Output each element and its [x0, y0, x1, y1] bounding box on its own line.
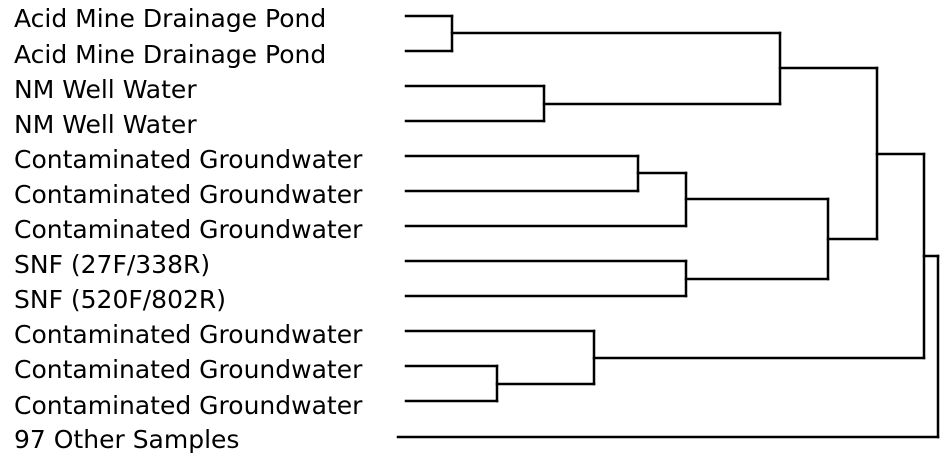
leaf-label: Contaminated Groundwater: [14, 180, 363, 209]
leaf-label: Contaminated Groundwater: [14, 355, 363, 384]
leaf-label: Acid Mine Drainage Pond: [14, 40, 326, 69]
leaf-label: SNF (520F/802R): [14, 285, 226, 314]
leaf-label: NM Well Water: [14, 110, 197, 139]
leaf-label: Contaminated Groundwater: [14, 391, 363, 420]
tree-branches: [396, 14, 940, 439]
leaf-label: NM Well Water: [14, 75, 197, 104]
leaf-labels: Acid Mine Drainage Pond Acid Mine Draina…: [14, 4, 363, 454]
leaf-label: Contaminated Groundwater: [14, 215, 363, 244]
leaf-label: Acid Mine Drainage Pond: [14, 4, 326, 33]
leaf-label: Contaminated Groundwater: [14, 320, 363, 349]
leaf-label: Contaminated Groundwater: [14, 145, 363, 174]
leaf-label: SNF (27F/338R): [14, 250, 210, 279]
leaf-label: 97 Other Samples: [14, 425, 239, 454]
